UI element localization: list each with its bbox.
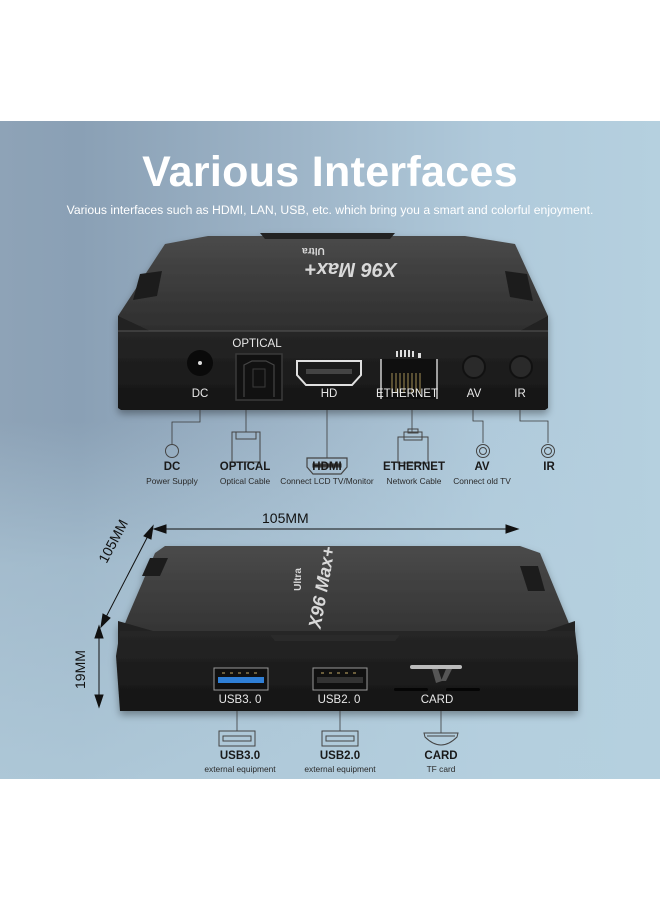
- logo-sub-front: Ultra: [292, 568, 304, 591]
- dimension-width: 105MM: [262, 510, 309, 526]
- port-label-hd: HD: [320, 388, 338, 400]
- device-logo-front-sub: Ultra: [293, 568, 304, 591]
- page-title: Various Interfaces: [142, 148, 518, 196]
- legend-sub-av: Connect old TV: [453, 476, 511, 486]
- legend-title-card: CARD: [424, 750, 458, 762]
- device-rear-illustration: [94, 233, 578, 747]
- device-logo-rear: X96 Max+: [305, 257, 397, 280]
- dc-jack: [187, 350, 213, 376]
- legend-sub-ethernet: Network Cable: [386, 476, 442, 486]
- tf-card-slot: [394, 665, 480, 691]
- usb3-port: [213, 667, 269, 691]
- tf-card-icon: [423, 732, 459, 746]
- av-jack: [462, 355, 486, 379]
- port-label-av: AV: [466, 388, 482, 400]
- legend-title-hdmi: HDMI: [312, 461, 342, 473]
- usb2-port: [312, 667, 368, 691]
- dc-port-icon: [165, 444, 179, 458]
- av-port-icon: [476, 444, 490, 458]
- dimension-height: 19MM: [72, 650, 88, 689]
- ethernet-port-icon: [397, 428, 429, 464]
- port-label-dc: DC: [191, 388, 209, 400]
- legend-title-av: AV: [474, 461, 490, 473]
- legend-sub-hdmi: Connect LCD TV/Monitor: [280, 476, 374, 486]
- legend-sub-dc: Power Supply: [146, 476, 198, 486]
- hdmi-port: [296, 360, 362, 386]
- ethernet-port: [380, 350, 438, 399]
- legend-title-usb3: USB3.0: [219, 750, 261, 762]
- legend-title-ethernet: ETHERNET: [383, 461, 445, 473]
- port-label-ir: IR: [514, 388, 526, 400]
- legend-sub-optical: Optical Cable: [219, 476, 271, 486]
- usb2-port-icon: [321, 730, 359, 747]
- legend-sub-usb2: external equipment: [304, 764, 376, 774]
- device-logo-rear-sub: Ultra: [302, 245, 325, 256]
- optical-port: [235, 353, 283, 401]
- port-label-usb2: USB2. 0: [317, 694, 361, 706]
- device-rear-view: X96 Max+ Ultra OPTICAL DC HD ETHERNET AV…: [0, 121, 660, 779]
- port-label-optical: OPTICAL: [232, 338, 282, 350]
- product-banner: Various Interfaces Various interfaces su…: [0, 121, 660, 779]
- port-label-card: CARD: [420, 694, 454, 706]
- legend-title-dc: DC: [163, 461, 181, 473]
- port-label-usb3: USB3. 0: [218, 694, 262, 706]
- legend-title-usb2: USB2.0: [319, 750, 361, 762]
- page-subtitle: Various interfaces such as HDMI, LAN, US…: [66, 203, 594, 217]
- usb3-port-icon: [218, 730, 256, 747]
- optical-port-icon: [231, 431, 261, 463]
- ir-receiver: [509, 355, 533, 379]
- logo-sub: Ultra: [302, 245, 325, 256]
- legend-sub-card: TF card: [426, 764, 456, 774]
- legend-title-optical: OPTICAL: [219, 461, 271, 473]
- legend-sub-usb3: external equipment: [204, 764, 276, 774]
- port-label-ethernet: ETHERNET: [376, 388, 438, 400]
- legend-title-ir: IR: [543, 461, 555, 473]
- logo-main: X96 Max+: [305, 258, 397, 280]
- hdmi-port-icon: [306, 457, 348, 475]
- ir-port-icon: [541, 444, 555, 458]
